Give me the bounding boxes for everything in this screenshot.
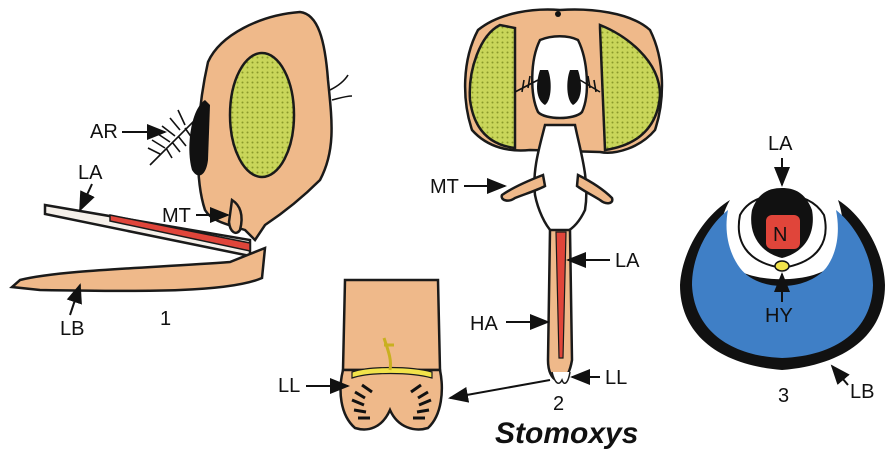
antenna-base xyxy=(189,100,210,175)
label-LA-fig3: LA xyxy=(768,133,793,155)
label-MT-fig2: MT xyxy=(430,176,459,198)
figure-number-2: 2 xyxy=(553,393,564,415)
label-HY: HY xyxy=(765,305,793,327)
arrow-LA-fig1 xyxy=(80,184,92,210)
figure-3-cross-section: N LA HY LB 3 xyxy=(680,133,885,407)
label-LL-fig2: LL xyxy=(605,367,627,389)
label-MT-fig1: MT xyxy=(162,205,191,227)
ocellus xyxy=(555,11,561,17)
figure-number-1: 1 xyxy=(160,308,171,330)
genus-title: Stomoxys xyxy=(495,417,638,450)
hypopharynx xyxy=(775,261,789,271)
compound-eye-lateral xyxy=(230,53,294,177)
arrow-LB-fig3 xyxy=(832,366,848,385)
figure-1-lateral-head: AR LA MT LB 1 xyxy=(12,12,352,340)
label-LB-fig3: LB xyxy=(850,381,874,403)
figure-number-3: 3 xyxy=(778,385,789,407)
labium-proboscis xyxy=(12,248,265,291)
arista xyxy=(148,110,195,165)
label-LL-detail: LL xyxy=(278,375,300,397)
labella-tip xyxy=(552,372,570,383)
label-N: N xyxy=(773,224,787,246)
label-LA-fig2: LA xyxy=(615,250,640,272)
label-LB-fig1: LB xyxy=(60,318,84,340)
figure-2-labella-detail: LL xyxy=(278,280,550,429)
figure-2-frontal-head: MT LA HA LL 2 xyxy=(430,10,662,415)
head-bristle xyxy=(330,75,352,100)
labella-stem xyxy=(343,280,440,370)
labella-lobes xyxy=(341,370,442,429)
label-LA-fig1: LA xyxy=(78,162,103,184)
arrow-detail-link xyxy=(450,380,550,398)
label-HA: HA xyxy=(470,313,498,335)
label-AR: AR xyxy=(90,121,118,143)
